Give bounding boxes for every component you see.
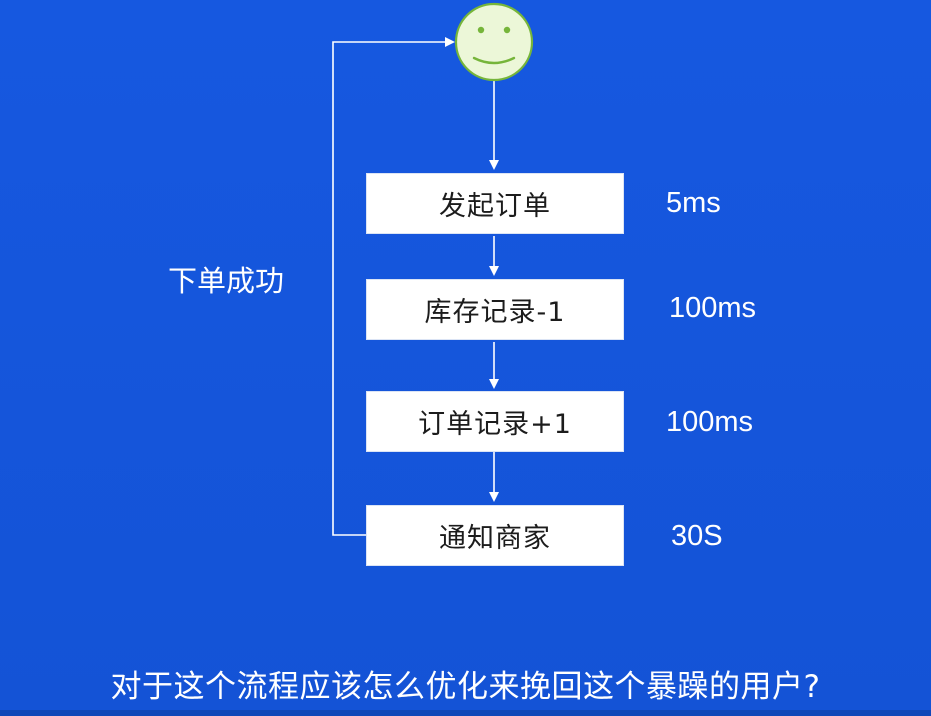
question-caption: 对于这个流程应该怎么优化来挽回这个暴躁的用户? bbox=[110, 669, 821, 705]
smiley-face-icon bbox=[454, 2, 534, 82]
bottom-strip bbox=[0, 710, 931, 716]
step-label: 通知商家 bbox=[439, 523, 551, 554]
step-label: 订单记录+1 bbox=[418, 409, 572, 440]
step-label: 发起订单 bbox=[439, 191, 551, 222]
step-time: 5ms bbox=[666, 187, 721, 219]
step-time: 30S bbox=[671, 520, 723, 552]
step-label: 库存记录-1 bbox=[424, 297, 566, 328]
loop-label: 下单成功 bbox=[168, 264, 285, 298]
step-box-initiate-order: 发起订单 bbox=[366, 173, 624, 234]
step-box-notify-merchant: 通知商家 bbox=[366, 505, 624, 566]
step-time: 100ms bbox=[669, 292, 757, 324]
step-box-inventory-record: 库存记录-1 bbox=[366, 279, 624, 340]
step-box-order-record: 订单记录+1 bbox=[366, 391, 624, 452]
step-time: 100ms bbox=[666, 406, 754, 438]
arrow-loop-back-to-user bbox=[332, 37, 455, 536]
